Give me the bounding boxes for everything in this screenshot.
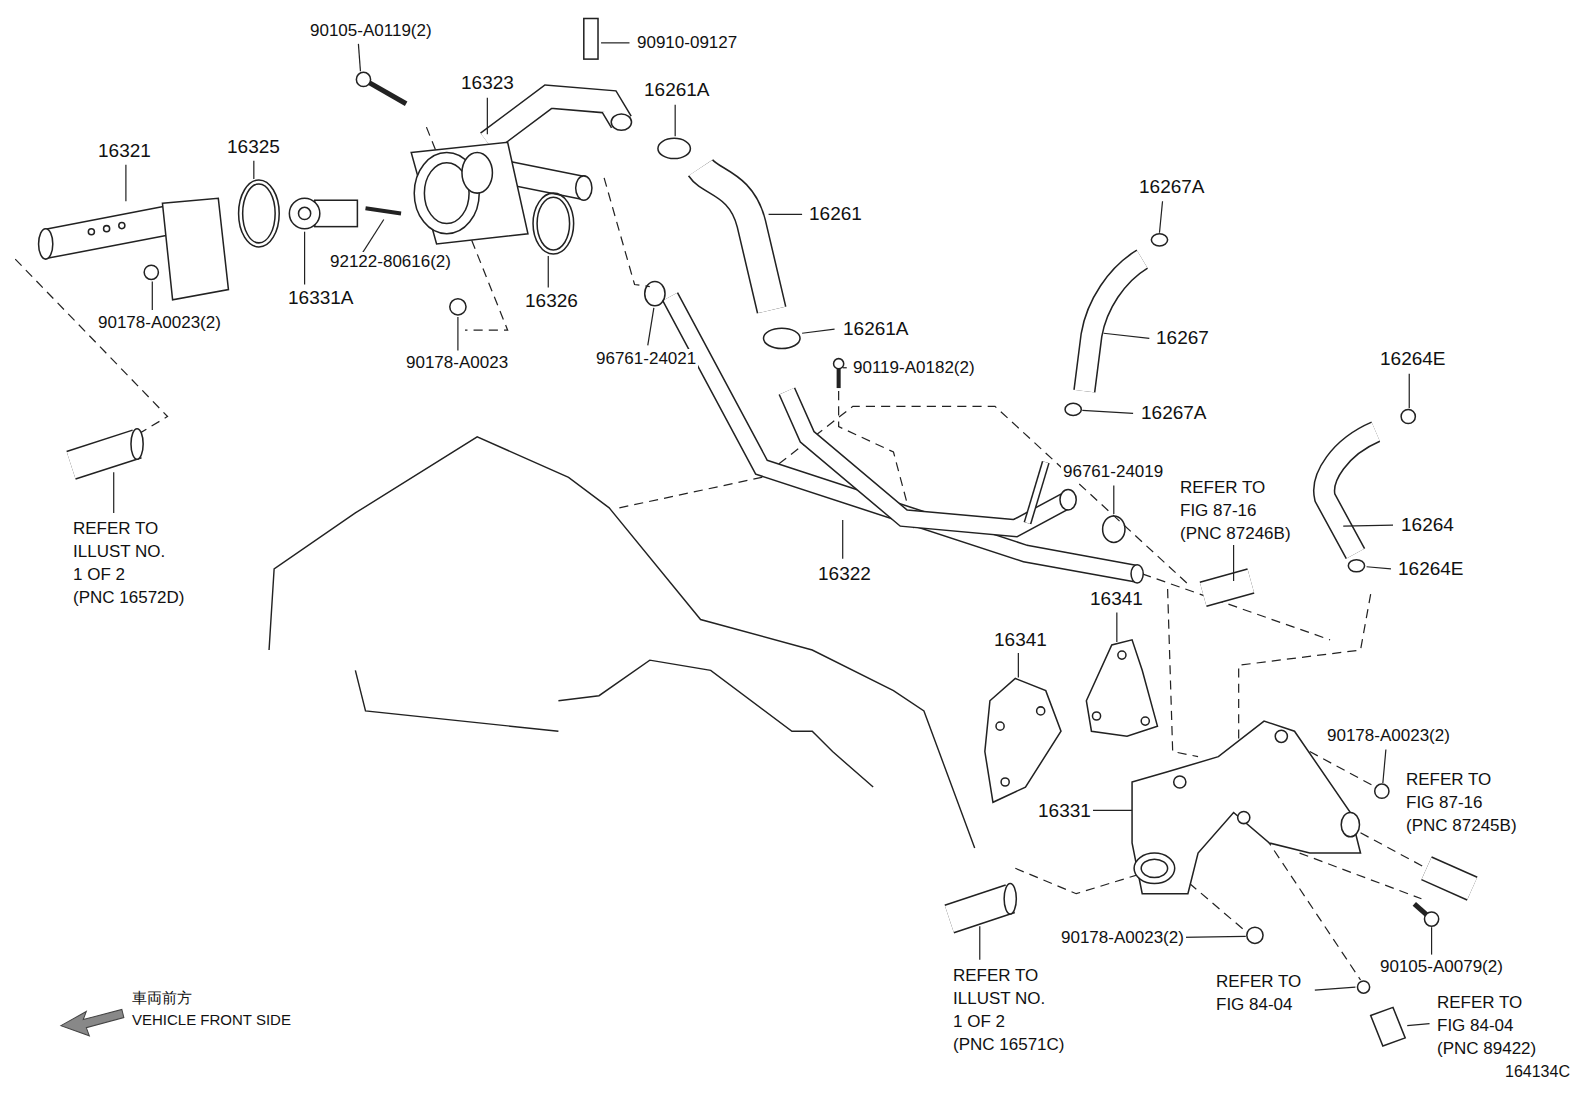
assembly-lines	[15, 127, 1426, 980]
callout-number: 16264	[1399, 514, 1456, 536]
reference-note: REFER TO FIG 84-04 (PNC 89422)	[1435, 991, 1538, 1060]
callout-number: 16331A	[286, 287, 356, 309]
figure-id: 164134C	[1503, 1063, 1572, 1081]
callout-number: 16325	[225, 136, 282, 158]
callout-number: 16267	[1154, 327, 1211, 349]
callout-number: 16341	[992, 629, 1049, 651]
callout-number: 16264E	[1378, 348, 1448, 370]
callout-number: 16326	[523, 290, 580, 312]
direction-label: 車両前方	[130, 989, 194, 1006]
part-number: 90105-A0119(2)	[308, 21, 434, 41]
part-number: 92122-80616(2)	[328, 252, 453, 272]
callout-number: 16261A	[642, 79, 712, 101]
reference-note: REFER TO FIG 84-04	[1214, 970, 1303, 1016]
reference-note: REFER TO FIG 87-16 (PNC 87246B)	[1178, 476, 1293, 545]
part-number: 90119-A0182(2)	[851, 358, 977, 378]
direction-label: VEHICLE FRONT SIDE	[130, 1011, 293, 1028]
part-number: 96761-24019	[1061, 462, 1165, 482]
callout-number: 16261	[807, 203, 864, 225]
part-number: 90178-A0023(2)	[1325, 726, 1452, 746]
callout-number: 16267A	[1137, 176, 1207, 198]
callout-number: 16331	[1036, 800, 1093, 822]
part-number: 90910-09127	[635, 33, 739, 53]
callout-number: 16267A	[1139, 402, 1209, 424]
direction-arrow	[61, 1009, 124, 1035]
part-shapes	[39, 18, 1439, 1045]
part-number: 90178-A0023(2)	[1059, 928, 1186, 948]
part-number: 96761-24021	[594, 349, 698, 369]
callout-number: 16323	[459, 72, 516, 94]
part-number: 90105-A0079(2)	[1378, 957, 1505, 977]
callout-number: 16321	[96, 140, 153, 162]
leader-lines	[114, 43, 1432, 1026]
part-number: 90178-A0023	[404, 353, 510, 373]
part-number: 90178-A0023(2)	[96, 313, 223, 333]
reference-note: REFER TO ILLUST NO. 1 OF 2 (PNC 16571C)	[951, 964, 1067, 1056]
callout-number: 16322	[816, 563, 873, 585]
reference-note: REFER TO ILLUST NO. 1 OF 2 (PNC 16572D)	[71, 517, 187, 609]
callout-number: 16261A	[841, 318, 911, 340]
hoses-and-pipes	[46, 97, 1473, 919]
callout-number: 16264E	[1396, 558, 1466, 580]
reference-note: REFER TO FIG 87-16 (PNC 87245B)	[1404, 768, 1519, 837]
callout-number: 16341	[1088, 588, 1145, 610]
